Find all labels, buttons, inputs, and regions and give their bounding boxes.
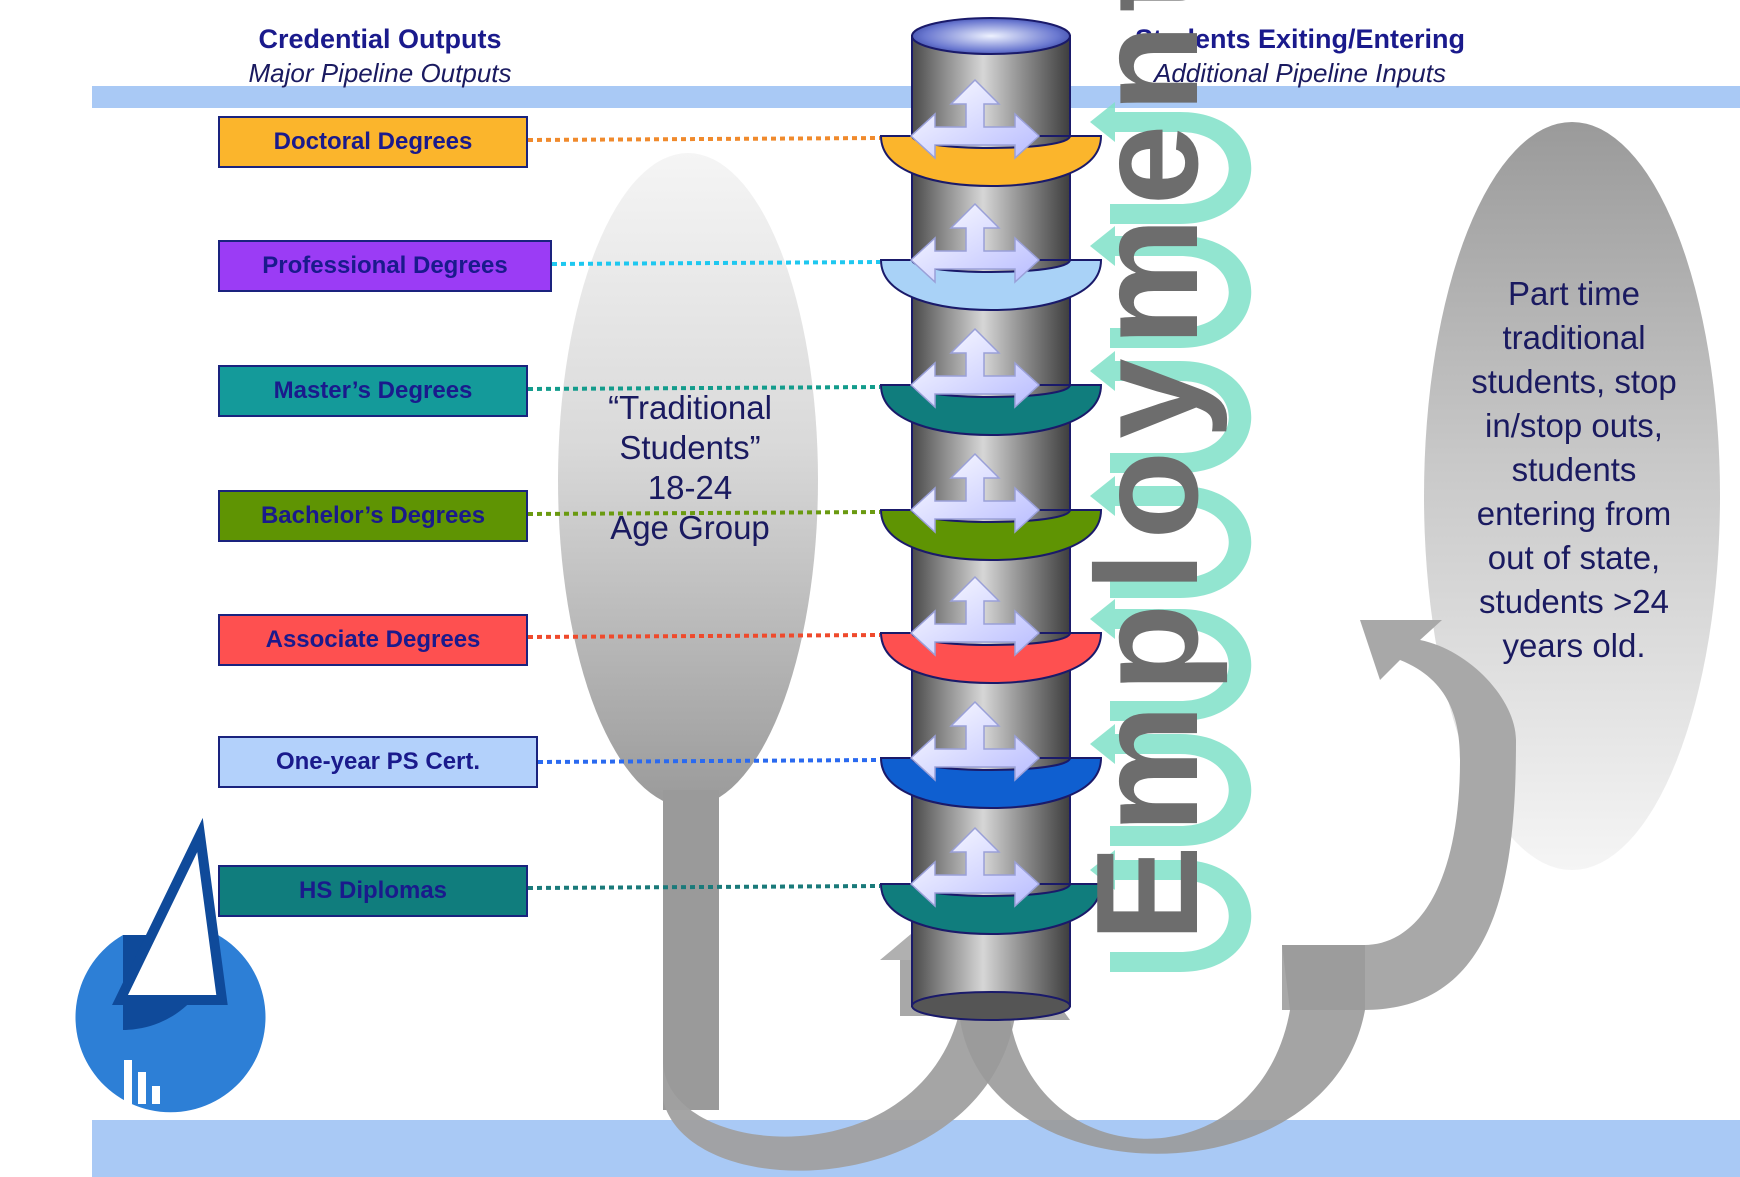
credential-one-year-cert: One-year PS Cert.	[218, 736, 538, 788]
part-time-line: students	[1511, 451, 1637, 488]
students-exiting-title: Students Exiting/Entering	[1134, 24, 1465, 54]
part-time-line: Part time	[1507, 275, 1641, 312]
quad-arrow-icon	[909, 575, 1041, 657]
connector-line	[551, 260, 881, 266]
employment-label: Employment	[1066, 0, 1228, 942]
part-time-line: entering from	[1476, 495, 1672, 532]
employment-arrow-icon	[1090, 476, 1252, 598]
students-exiting-header: Students Exiting/Entering Additional Pip…	[1090, 22, 1510, 90]
credential-outputs-title: Credential Outputs	[258, 24, 502, 54]
credential-doctoral: Doctoral Degrees	[218, 116, 528, 168]
quad-arrow-icon	[909, 78, 1041, 160]
credential-label: HS Diplomas	[298, 877, 448, 904]
connector-line	[527, 633, 881, 639]
traditional-line: “Traditional	[608, 389, 772, 426]
credential-associate: Associate Degrees	[218, 614, 528, 666]
employment-arrow-icon	[1090, 850, 1252, 972]
credential-bachelors: Bachelor’s Degrees	[218, 490, 528, 542]
employment-arrow-icon	[1090, 599, 1252, 721]
quad-arrow-icon	[909, 826, 1041, 908]
pipeline-quad-arrows	[909, 78, 1041, 908]
employment-arrow-icon	[1090, 351, 1252, 473]
logo	[75, 817, 266, 1113]
credential-label: Associate Degrees	[265, 626, 481, 653]
traditional-students-text: “Traditional Students” 18-24 Age Group	[580, 388, 800, 548]
part-time-line: out of state,	[1487, 539, 1661, 576]
connector-line	[527, 884, 881, 890]
connector-lines	[527, 136, 881, 890]
part-time-line: years old.	[1502, 627, 1646, 664]
credential-label: Professional Degrees	[262, 252, 508, 279]
connector-line	[527, 136, 881, 142]
credential-label: Bachelor’s Degrees	[260, 502, 486, 529]
part-time-text: Part time traditional students, stop in/…	[1444, 272, 1704, 668]
credential-label: Doctoral Degrees	[273, 128, 473, 155]
part-time-line: traditional	[1502, 319, 1646, 356]
traditional-line: Students”	[619, 429, 761, 466]
connector-line	[527, 385, 881, 391]
credential-label: Master’s Degrees	[273, 377, 473, 404]
traditional-line: 18-24	[647, 469, 733, 506]
credential-outputs-header: Credential Outputs Major Pipeline Output…	[180, 22, 580, 90]
quad-arrow-icon	[909, 327, 1041, 409]
credential-masters: Master’s Degrees	[218, 365, 528, 417]
traditional-line: Age Group	[610, 509, 770, 546]
quad-arrow-icon	[909, 700, 1041, 782]
part-time-line: students >24	[1479, 583, 1669, 620]
credential-label: One-year PS Cert.	[275, 748, 481, 775]
credential-hs-diplomas: HS Diplomas	[218, 865, 528, 917]
employment-arrow-icon	[1090, 102, 1252, 224]
connector-line	[537, 758, 881, 764]
employment-arrow-icon	[1090, 226, 1252, 348]
credential-professional: Professional Degrees	[218, 240, 552, 292]
part-time-line: students, stop	[1471, 363, 1677, 400]
pipeline-rings	[879, 135, 1103, 936]
quad-arrow-icon	[909, 202, 1041, 284]
part-time-line: in/stop outs,	[1485, 407, 1663, 444]
quad-arrow-icon	[909, 452, 1041, 534]
connector-line	[527, 510, 881, 516]
employment-arrow-icon	[1090, 724, 1252, 846]
credential-outputs-subtitle: Major Pipeline Outputs	[248, 58, 512, 88]
students-exiting-subtitle: Additional Pipeline Inputs	[1154, 58, 1446, 88]
employment-arrows	[1090, 102, 1252, 972]
